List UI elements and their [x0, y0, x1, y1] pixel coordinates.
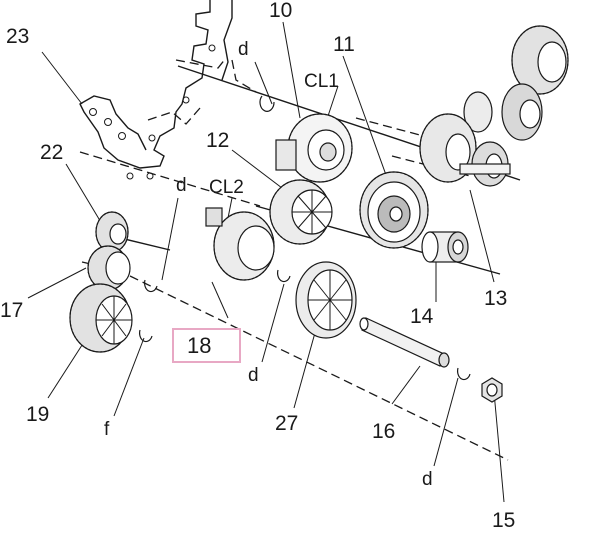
- clutch-cl1-gear: [275, 113, 353, 183]
- highlight-box: [172, 328, 241, 363]
- clutch-cl2: [205, 207, 275, 281]
- callout-10: 10: [269, 0, 293, 22]
- callout-19: 19: [26, 403, 50, 426]
- leader-lines: [27, 21, 505, 503]
- callout-14: 14: [410, 305, 434, 328]
- nut-15: [481, 377, 503, 403]
- gear-19: [69, 283, 133, 353]
- callout-f: f: [104, 419, 110, 440]
- callout-12: 12: [206, 129, 230, 152]
- retaining-clips: [139, 95, 471, 381]
- bushing-14: [421, 231, 469, 263]
- gear-17: [87, 245, 131, 291]
- callout-27: 27: [275, 412, 299, 435]
- callout-d-mid: d: [176, 175, 187, 196]
- callout-cl2: CL2: [209, 177, 244, 198]
- gear-12: [269, 179, 333, 245]
- gear-assembly-13: [419, 25, 569, 187]
- gear-27: [295, 261, 357, 339]
- callout-15: 15: [492, 509, 516, 532]
- callout-d-top: d: [238, 39, 249, 60]
- callout-d-low: d: [248, 365, 259, 386]
- shaft-16: [359, 317, 450, 368]
- callout-22: 22: [40, 141, 64, 164]
- callout-13: 13: [484, 287, 508, 310]
- callout-11: 11: [333, 33, 355, 56]
- gear-11: [359, 171, 429, 249]
- callout-23: 23: [6, 25, 30, 48]
- gear-22: [95, 211, 129, 253]
- callout-d-bottom: d: [422, 469, 433, 490]
- callout-16: 16: [372, 420, 396, 443]
- callout-cl1: CL1: [304, 71, 339, 92]
- callout-17: 17: [0, 299, 24, 322]
- callout-18: 18: [187, 333, 212, 358]
- chassis-plate: [79, 0, 257, 180]
